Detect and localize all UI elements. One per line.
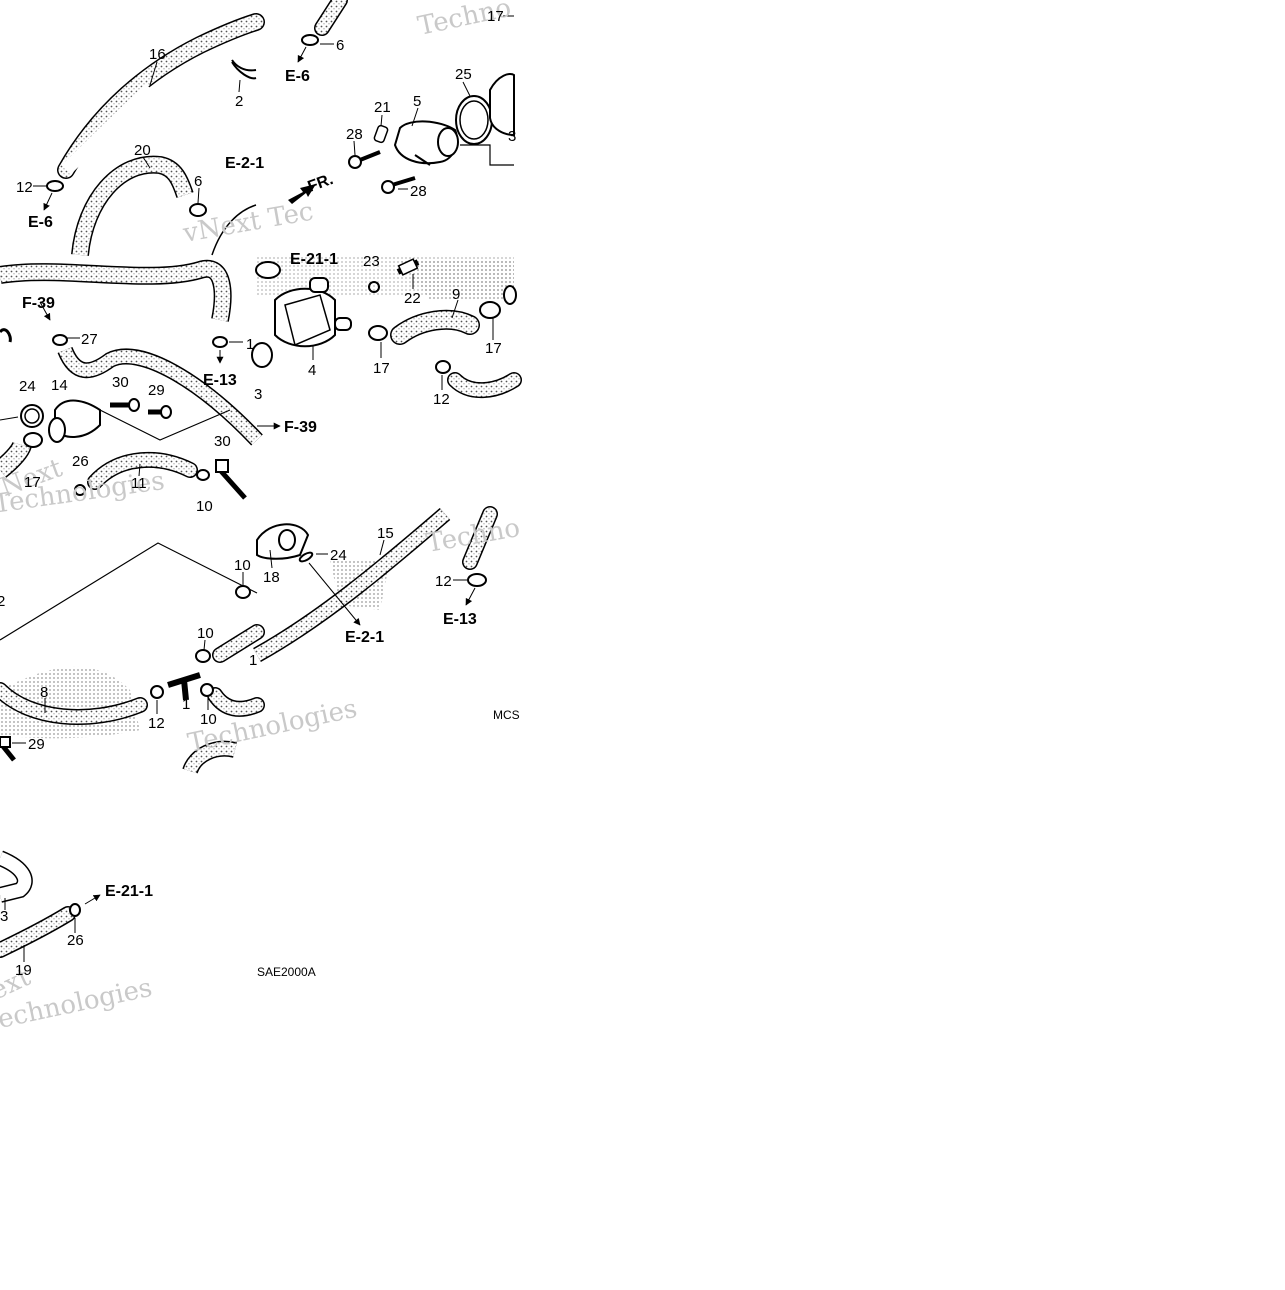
corner-code: MCS: [493, 708, 520, 722]
callout-23: 23: [363, 253, 380, 270]
diagram-code: SAE2000A: [257, 965, 316, 979]
callout-21: 21: [374, 99, 391, 116]
ref-e-21-1: E-21-1: [105, 883, 153, 900]
callout-12: 12: [148, 715, 165, 732]
callout-28: 28: [410, 183, 427, 200]
callout-19: 19: [15, 962, 32, 979]
tile-bottom-left: ext echnologies 3 26 19 E-21-1 SAE2000A: [0, 850, 316, 1035]
ref-e-6: E-6: [285, 68, 310, 85]
callout-14: 14: [51, 377, 68, 394]
callout-26: 26: [72, 453, 89, 470]
callout-8: 8: [40, 684, 48, 701]
callout-10: 10: [234, 557, 251, 574]
callout-3: 3: [254, 386, 262, 403]
callout-16: 16: [149, 46, 166, 63]
ref-e-13: E-13: [203, 372, 237, 389]
callout-3: 3: [508, 128, 516, 145]
callout-26: 26: [67, 932, 84, 949]
callout-30: 30: [214, 433, 231, 450]
callout-11: 11: [131, 475, 147, 492]
ref-e-2-1: E-2-1: [225, 155, 264, 172]
callout-27: 27: [81, 331, 98, 348]
ref-e-2-1: E-2-1: [345, 629, 384, 646]
callout-12: 12: [433, 391, 450, 408]
callout-29: 29: [28, 736, 45, 753]
callout-29: 29: [148, 382, 165, 399]
callout-5: 5: [413, 93, 421, 110]
callout-30: 30: [112, 374, 129, 391]
callout-20: 20: [134, 142, 151, 159]
ref-f-39: F-39: [284, 419, 317, 436]
callout-22: 22: [404, 290, 421, 307]
callout-6: 6: [194, 173, 202, 190]
callout-12: 12: [16, 179, 33, 196]
callout-1: 1: [249, 652, 257, 669]
tile-top-left: vNext Tec 16 2 12 20 6 E-6 E-2-1: [16, 13, 316, 257]
callout-17: 17: [373, 360, 390, 377]
ref-f-39: F-39: [22, 295, 55, 312]
callout-28: 28: [346, 126, 363, 143]
callout-18: 18: [263, 569, 280, 586]
callout-4: 4: [308, 362, 316, 379]
ref-e-21-1: E-21-1: [290, 251, 338, 268]
callout-17: 17: [24, 474, 41, 491]
callout-25: 25: [455, 66, 472, 83]
ref-e-6: E-6: [28, 214, 53, 231]
callout-3: 3: [0, 908, 8, 925]
callout-17: 17: [487, 8, 504, 25]
direction-label: FR.: [306, 171, 336, 196]
callout-24: 24: [330, 547, 347, 564]
callout-17: 17: [485, 340, 502, 357]
ref-e-13: E-13: [443, 611, 477, 628]
callout-24: 24: [19, 378, 36, 395]
callout-6: 6: [336, 37, 344, 54]
callout-10: 10: [200, 711, 217, 728]
callout-9: 9: [452, 286, 460, 303]
tile-lower-left: Technologies 10 10 1 12 10 8 29 2 1: [0, 542, 360, 775]
callout-15: 15: [377, 525, 394, 542]
callout-12: 12: [435, 573, 452, 590]
callout-1: 1: [246, 336, 254, 353]
tile-middle-left: vNext Technologies 27 24 14 30 29 17 11 …: [0, 259, 317, 520]
callout-2: 2: [235, 93, 243, 110]
callout-10: 10: [196, 498, 213, 515]
tile-lower-right: Techno 24 15 18 12 E-2-1 E-13 MCS: [253, 506, 522, 722]
callout-2: 2: [0, 593, 5, 610]
callout-10: 10: [197, 625, 214, 642]
tile-middle-right: 23 22 9 4 17 17 12 3 E-21-1: [251, 251, 522, 408]
tile-top-right: Techno 6 21 5 25 28 28 17 3 E-6 FR.: [285, 0, 516, 204]
callout-1: 1: [182, 696, 190, 713]
